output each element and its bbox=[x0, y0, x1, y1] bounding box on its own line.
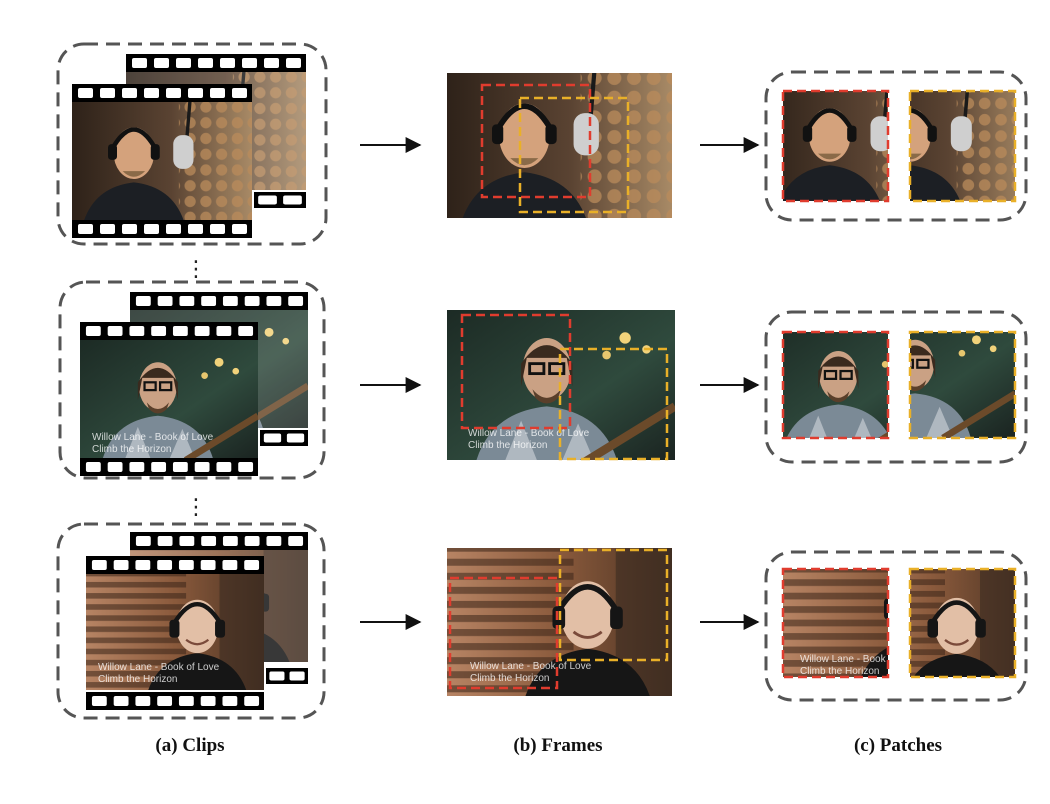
patch-yellow-1 bbox=[908, 89, 1017, 203]
red-crop-box-3 bbox=[448, 576, 559, 690]
patches-group-1 bbox=[764, 70, 1028, 222]
row-1 bbox=[56, 42, 1028, 246]
yellow-crop-box-3 bbox=[558, 548, 669, 662]
film-clip-stack-1 bbox=[72, 54, 306, 238]
red-crop-box-1 bbox=[480, 83, 592, 199]
patch-red-3: Willow Lane - Book of Love Climb the Hor… bbox=[781, 567, 922, 679]
overlay-caption-line2: Climb the Horizon bbox=[468, 440, 547, 451]
red-crop-box-2 bbox=[460, 313, 572, 430]
overlay-caption-line2: Climb the Horizon bbox=[800, 666, 879, 677]
caption-clips: (a) Clips bbox=[155, 735, 224, 756]
overlay-caption-line2: Climb the Horizon bbox=[470, 673, 549, 684]
patches-group-2 bbox=[764, 310, 1028, 464]
overlay-caption-line1: Willow Lane - Book of Love bbox=[98, 662, 220, 673]
patches-group-3 bbox=[764, 550, 1028, 702]
patch-yellow-3 bbox=[908, 567, 1017, 679]
row-separator-1: ⋮ bbox=[185, 257, 207, 282]
row-2: Willow Lane - Book of Love Climb the Hor… bbox=[58, 280, 1028, 480]
film-clip-stack-3: Willow Lane - Book of Love Climb the Hor… bbox=[86, 532, 308, 710]
overlay-caption-line1: Willow Lane - Book of Love bbox=[468, 428, 590, 439]
yellow-crop-box-1 bbox=[518, 96, 630, 214]
row-3: Willow Lane - Book of Love Climb the Hor… bbox=[56, 522, 1028, 720]
caption-frames: (b) Frames bbox=[513, 735, 602, 756]
patch-yellow-2 bbox=[908, 330, 1017, 440]
film-clip-stack-2: Willow Lane - Book of Love Climb the Hor… bbox=[80, 292, 308, 476]
patch-red-1 bbox=[781, 89, 890, 203]
frame-2: Willow Lane - Book of Love Climb the Hor… bbox=[447, 307, 675, 461]
patch-red-2 bbox=[781, 330, 890, 440]
row-separator-2: ⋮ bbox=[185, 495, 207, 520]
caption-patches: (c) Patches bbox=[854, 735, 942, 756]
yellow-crop-box-2 bbox=[558, 347, 669, 461]
clips-group-1 bbox=[56, 42, 328, 246]
overlay-caption-line2: Climb the Horizon bbox=[92, 444, 171, 455]
overlay-caption-line1: Willow Lane - Book of Love bbox=[470, 661, 592, 672]
overlay-caption-line2: Climb the Horizon bbox=[98, 674, 177, 685]
frame-1 bbox=[447, 68, 672, 223]
clips-group-2 bbox=[58, 280, 326, 480]
overlay-caption-line1: Willow Lane - Book of Love bbox=[92, 432, 214, 443]
frame-3: Willow Lane - Book of Love Climb the Hor… bbox=[447, 545, 672, 700]
overlay-caption-line1: Willow Lane - Book of Love bbox=[800, 654, 922, 665]
